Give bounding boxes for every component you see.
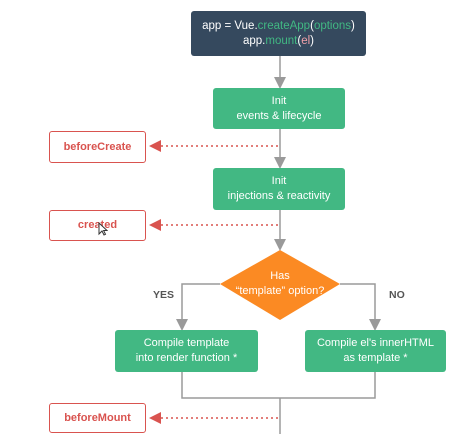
init-injections-box: Init injections & reactivity bbox=[213, 168, 345, 210]
hook-before-create: beforeCreate bbox=[49, 131, 146, 163]
init-injections-line1: Init bbox=[271, 175, 287, 187]
start-line1-open: ( bbox=[310, 19, 314, 32]
compile-template-line2: into render function * bbox=[135, 352, 238, 364]
start-line2-close: ) bbox=[310, 34, 314, 47]
compile-el-box: Compile el's innerHTML as template * bbox=[305, 330, 446, 372]
init-events-box: Init events & lifecycle bbox=[213, 88, 345, 129]
hook-before-mount-label: beforeMount bbox=[64, 411, 131, 424]
init-events-line2: events & lifecycle bbox=[236, 109, 322, 122]
start-line2-arg: el bbox=[301, 34, 311, 47]
compile-template-line1: Compile template bbox=[143, 337, 230, 349]
cursor-arrow-icon bbox=[98, 221, 109, 236]
start-line-1: app = Vue.createApp(options) bbox=[202, 19, 355, 34]
decision-line2: “template” option? bbox=[235, 285, 325, 297]
decision-line1: Has bbox=[270, 270, 290, 282]
compile-template-box: Compile template into render function * bbox=[115, 330, 258, 372]
init-events-line1: Init bbox=[271, 94, 287, 107]
decision-label: Has “template” option? bbox=[218, 264, 342, 304]
hook-created-label: created bbox=[77, 219, 118, 231]
mouse-cursor-icon bbox=[98, 221, 109, 239]
connector-no-branch bbox=[340, 283, 381, 331]
start-line1-fn: createApp bbox=[257, 19, 311, 32]
branch-no-label: NO bbox=[389, 289, 405, 301]
start-line1-prefix: app = Vue. bbox=[202, 19, 258, 32]
decision-diamond bbox=[220, 250, 340, 320]
start-line2-open: ( bbox=[297, 34, 302, 47]
init-injections-line2: injections & reactivity bbox=[227, 190, 331, 202]
connector-yes-branch bbox=[176, 283, 220, 331]
hook-before-mount: beforeMount bbox=[49, 403, 146, 433]
start-line1-arg: options bbox=[313, 19, 352, 32]
start-line1-close: ) bbox=[351, 19, 355, 32]
hook-before-create-label: beforeCreate bbox=[63, 140, 132, 153]
branch-yes-label: YES bbox=[153, 289, 175, 301]
connector-merge bbox=[181, 372, 376, 399]
compile-el-line1: Compile el's innerHTML bbox=[316, 337, 435, 349]
start-line-2: app.mount(el) bbox=[243, 34, 314, 49]
start-box: app = Vue.createApp(options) app.mount(e… bbox=[191, 11, 366, 56]
start-line2-prefix: app. bbox=[243, 34, 266, 47]
start-line2-fn: mount bbox=[265, 34, 298, 47]
compile-el-line2: as template * bbox=[343, 352, 408, 364]
hook-created: created bbox=[49, 210, 146, 241]
